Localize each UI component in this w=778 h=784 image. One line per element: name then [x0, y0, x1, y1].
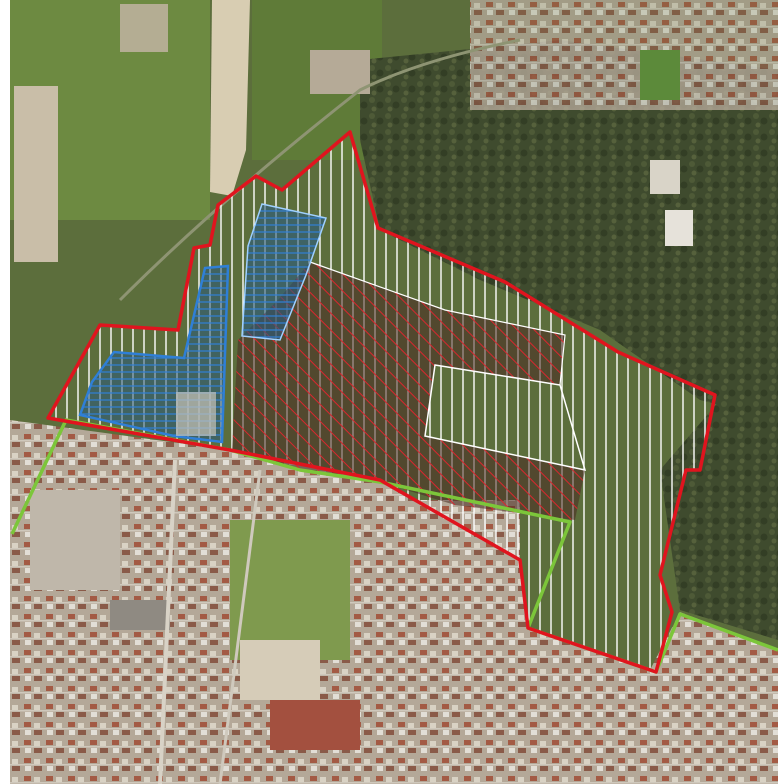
light-field-strip	[210, 0, 250, 196]
red-boundary-line	[46, 130, 717, 674]
green-lot	[230, 520, 350, 660]
block-a	[110, 600, 170, 630]
white-outline-north	[309, 261, 566, 386]
forest-northeast	[360, 40, 778, 420]
light-parcel	[176, 392, 216, 436]
farm-buildings	[310, 50, 370, 94]
road-vertical	[158, 459, 177, 784]
white-outlined-zone	[424, 364, 587, 471]
building-a	[650, 160, 680, 194]
building-b	[665, 210, 693, 246]
construction-site	[240, 640, 320, 700]
road-vertical-2	[218, 469, 262, 784]
left-margin	[0, 0, 10, 784]
red-hatched-zone	[232, 262, 585, 520]
red-roof-complex	[270, 700, 360, 750]
sports-field	[640, 50, 680, 100]
blue-zone-north	[241, 203, 327, 341]
rail-track	[118, 38, 521, 302]
bare-field-west	[14, 86, 58, 262]
campus-buildings	[30, 490, 120, 590]
bare-field-north	[120, 4, 168, 52]
village-north	[470, 0, 778, 110]
